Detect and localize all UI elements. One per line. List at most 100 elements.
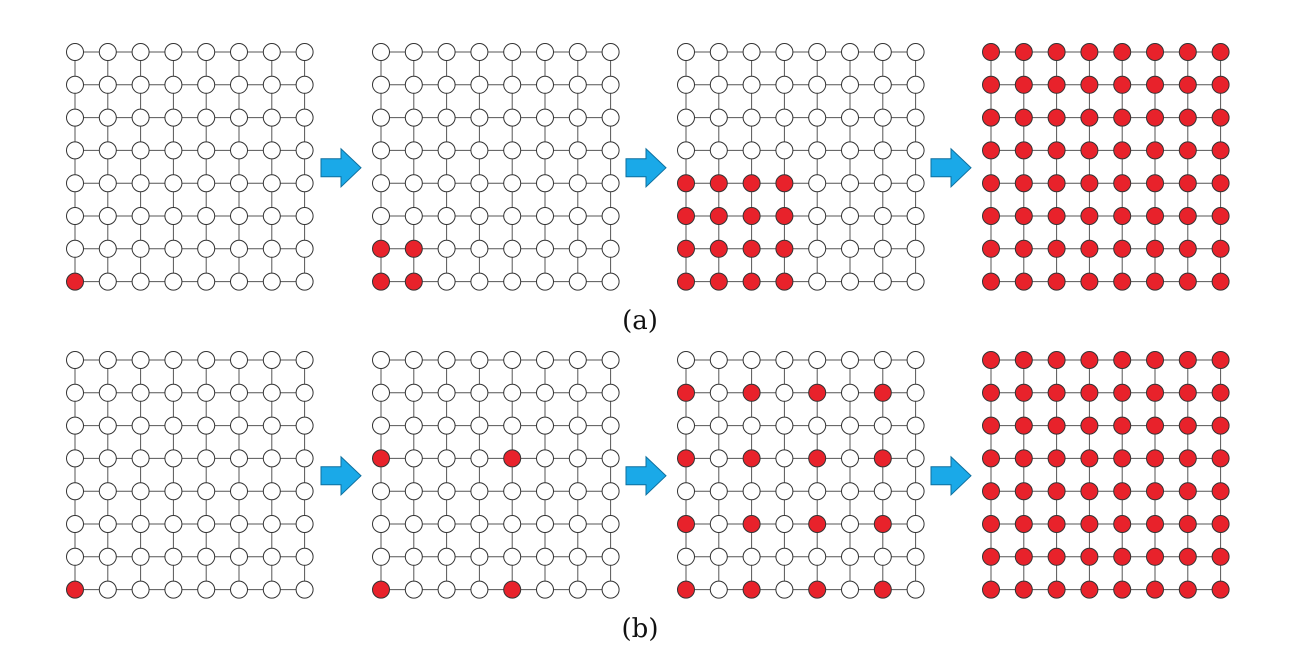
active-node (1080, 351, 1099, 369)
inactive-node (709, 547, 728, 566)
inactive-node (66, 174, 84, 193)
inactive-node (906, 43, 925, 61)
inactive-node (404, 108, 423, 127)
inactive-node (503, 547, 522, 566)
active-node (677, 207, 695, 225)
inactive-node (66, 383, 84, 402)
inactive-node (131, 547, 150, 566)
inactive-node (230, 141, 248, 160)
active-node (1047, 351, 1066, 369)
inactive-node (808, 207, 827, 225)
active-node (1047, 416, 1066, 435)
inactive-node (742, 547, 761, 566)
inactive-node (742, 141, 761, 160)
inactive-node (808, 75, 827, 94)
inactive-node (470, 416, 489, 435)
inactive-node (66, 141, 84, 160)
inactive-node (536, 416, 554, 435)
active-node (1178, 141, 1197, 160)
inactive-node (906, 75, 925, 94)
inactive-node (437, 43, 456, 61)
active-node (1080, 207, 1099, 225)
inactive-node (742, 108, 761, 127)
inactive-node (437, 547, 456, 566)
inactive-node (873, 416, 892, 435)
inactive-node (230, 75, 248, 94)
inactive-node (470, 207, 489, 225)
inactive-node (601, 239, 620, 258)
inactive-node (568, 43, 587, 61)
inactive-node (601, 108, 620, 127)
inactive-node (66, 351, 84, 369)
active-node (1014, 351, 1033, 369)
right-arrow-icon (930, 455, 972, 496)
inactive-node (873, 272, 892, 291)
active-node (677, 449, 695, 468)
active-node (66, 580, 84, 599)
inactive-node (503, 383, 522, 402)
active-node (1178, 547, 1197, 566)
active-node (1146, 272, 1164, 291)
inactive-node (536, 108, 554, 127)
inactive-node (262, 43, 281, 61)
active-node (1080, 272, 1099, 291)
active-node (1211, 239, 1230, 258)
inactive-node (404, 75, 423, 94)
active-node (1080, 449, 1099, 468)
inactive-node (709, 580, 728, 599)
active-node (1113, 43, 1132, 61)
active-node (1211, 108, 1230, 127)
inactive-node (262, 239, 281, 258)
inactive-node (197, 482, 216, 501)
inactive-node (404, 580, 423, 599)
active-node (1080, 43, 1099, 61)
inactive-node (841, 108, 859, 127)
inactive-node (164, 174, 183, 193)
inactive-node (131, 351, 150, 369)
active-node (1047, 482, 1066, 501)
inactive-node (437, 272, 456, 291)
inactive-node (98, 207, 117, 225)
active-node (1211, 383, 1230, 402)
active-node (1178, 351, 1197, 369)
right-arrow-icon (930, 147, 972, 188)
inactive-node (372, 207, 390, 225)
inactive-node (536, 515, 554, 533)
inactive-node (66, 482, 84, 501)
active-node (1014, 141, 1033, 160)
inactive-node (197, 383, 216, 402)
active-node (1113, 580, 1132, 599)
active-node (1211, 43, 1230, 61)
inactive-node (262, 174, 281, 193)
inactive-node (197, 75, 216, 94)
inactive-node (404, 547, 423, 566)
active-node (1178, 239, 1197, 258)
inactive-node (808, 174, 827, 193)
active-node (1014, 108, 1033, 127)
inactive-node (262, 141, 281, 160)
active-node (808, 580, 827, 599)
inactive-node (98, 416, 117, 435)
inactive-node (164, 207, 183, 225)
inactive-node (197, 207, 216, 225)
inactive-node (568, 416, 587, 435)
active-node (677, 272, 695, 291)
inactive-node (66, 207, 84, 225)
inactive-node (372, 482, 390, 501)
active-node (982, 141, 1000, 160)
inactive-node (164, 43, 183, 61)
inactive-node (372, 383, 390, 402)
active-node (1080, 174, 1099, 193)
inactive-node (470, 272, 489, 291)
inactive-node (131, 75, 150, 94)
inactive-node (164, 239, 183, 258)
inactive-node (470, 43, 489, 61)
active-node (1080, 239, 1099, 258)
inactive-node (66, 416, 84, 435)
inactive-node (262, 580, 281, 599)
inactive-node (262, 515, 281, 533)
active-node (1113, 108, 1132, 127)
active-node (1113, 449, 1132, 468)
inactive-node (906, 515, 925, 533)
